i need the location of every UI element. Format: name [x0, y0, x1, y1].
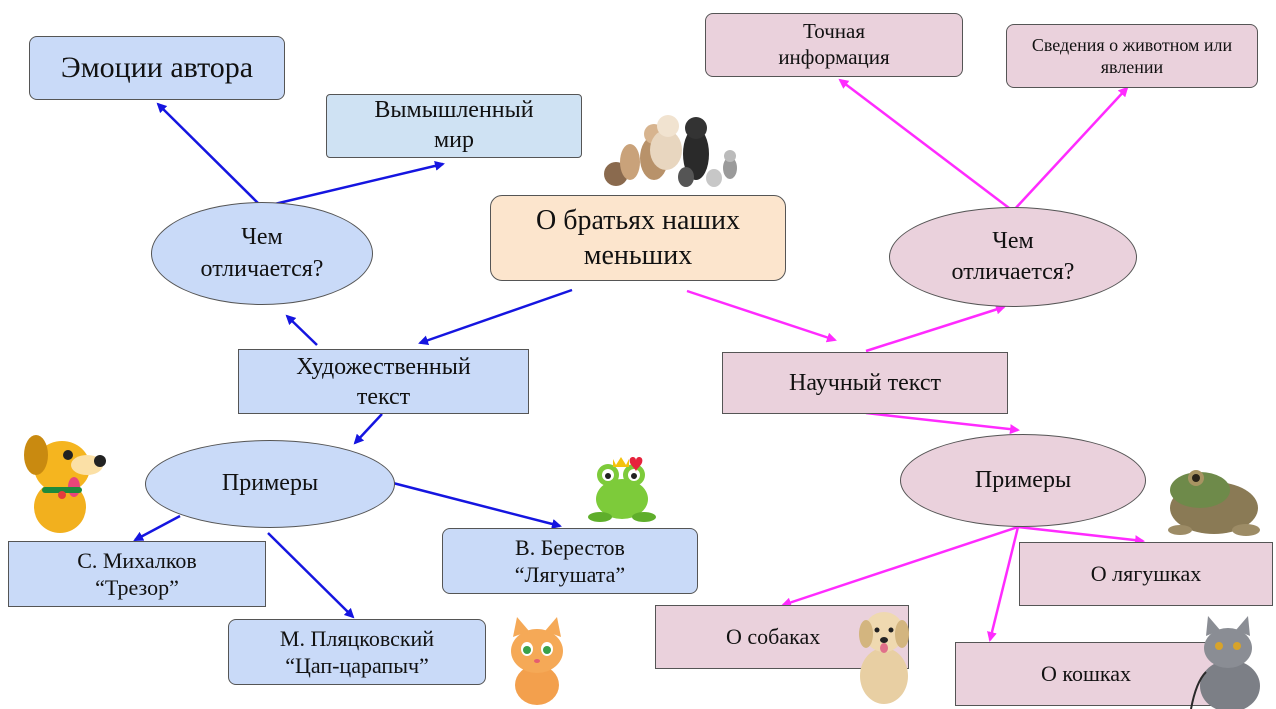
cat-photo-illustration: [1190, 616, 1260, 709]
arrow-science-to-examples: [865, 411, 1020, 435]
left-examples-ellipse: Примеры: [145, 440, 395, 528]
cartoon-frog-illustration: [588, 457, 656, 522]
fictional-world-box: Вымышленный мир: [326, 94, 582, 158]
info-about-box: Сведения о животном или явлении: [1006, 24, 1258, 88]
arrow-fiction-to-examples: [353, 413, 383, 445]
fiction-text-label: Художественный текст: [296, 353, 471, 410]
arrow-center-to-science: [686, 289, 837, 343]
arrow-science-to-differs: [865, 304, 1006, 353]
example-berestov-box: В. Берестов “Лягушата”: [442, 528, 698, 594]
info-about-label: Сведения о животном или явлении: [1031, 34, 1233, 78]
center-topic-box: О братьях наших меньших: [490, 195, 786, 281]
frogs-label: О лягушках: [1090, 561, 1202, 587]
center-topic-label: О братьях наших меньших: [535, 205, 740, 271]
arrow-differs-to-fictional-world: [261, 160, 445, 209]
example-mikhalkov-label: С. Михалков “Трезор”: [77, 547, 197, 601]
left-examples-label: Примеры: [221, 470, 319, 497]
right-differs-ellipse: Чем отличается?: [889, 207, 1137, 307]
arrow-center-to-fiction: [418, 288, 573, 346]
arrow-examples-to-berestov: [392, 481, 562, 529]
right-examples-ellipse: Примеры: [900, 434, 1146, 527]
cats-label: О кошках: [1040, 661, 1132, 687]
emotions-label: Эмоции автора: [60, 51, 254, 85]
fiction-text-box: Художественный текст: [238, 349, 529, 414]
science-text-box: Научный текст: [722, 352, 1008, 414]
arrow-examples-to-cats: [987, 526, 1020, 642]
cartoon-dog-illustration: [24, 435, 106, 533]
arrow-differs-to-exact: [838, 78, 1014, 212]
fictional-world-label: Вымышленный мир: [374, 97, 534, 153]
science-text-label: Научный текст: [789, 370, 941, 396]
example-mikhalkov-box: С. Михалков “Трезор”: [8, 541, 266, 607]
arrow-examples-to-mikhalkov: [133, 514, 181, 542]
dogs-label: О собаках: [726, 624, 821, 650]
cats-box: О кошках: [955, 642, 1217, 706]
frog-photo-illustration: [1168, 470, 1260, 536]
emotions-box: Эмоции автора: [29, 36, 285, 100]
left-differs-ellipse: Чем отличается?: [151, 202, 373, 305]
arrow-examples-to-plyatskovsky: [267, 532, 355, 619]
right-examples-label: Примеры: [974, 466, 1072, 493]
arrow-differs-to-info: [1012, 86, 1129, 212]
pets-group-illustration: [604, 115, 737, 187]
example-plyatskovsky-box: М. Пляцковский “Цап-царапыч”: [228, 619, 486, 685]
dog-photo-illustration: [859, 612, 909, 704]
exact-info-box: Точная информация: [705, 13, 963, 77]
arrow-examples-to-frogs: [1017, 525, 1145, 546]
frogs-box: О лягушках: [1019, 542, 1273, 606]
example-berestov-label: В. Берестов “Лягушата”: [514, 534, 626, 588]
example-plyatskovsky-label: М. Пляцковский “Цап-царапыч”: [279, 625, 435, 679]
right-differs-label: Чем отличается?: [951, 227, 1075, 285]
exact-info-label: Точная информация: [778, 19, 890, 70]
arrow-examples-to-dogs: [781, 525, 1019, 608]
cartoon-kitten-illustration: [511, 617, 563, 705]
arrow-fiction-to-differs: [285, 314, 318, 346]
arrow-differs-to-emotions: [156, 102, 263, 208]
left-differs-label: Чем отличается?: [200, 224, 324, 282]
